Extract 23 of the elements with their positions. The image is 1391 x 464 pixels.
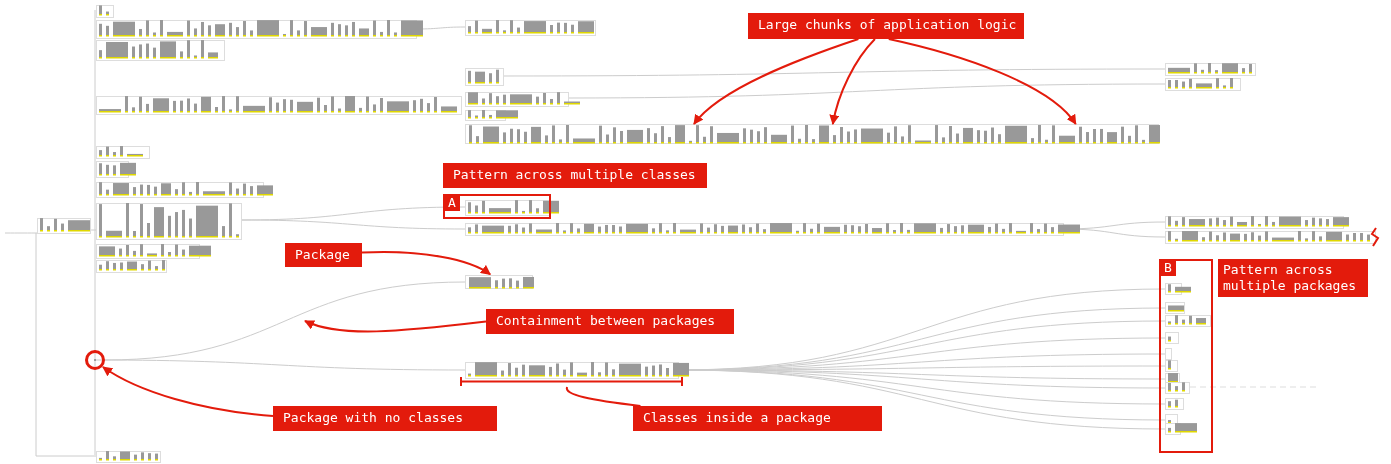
bracket [460,376,683,387]
frame-tag: B [1160,260,1176,276]
connector-line [104,281,466,361]
arrow [102,366,274,417]
package-box [465,275,533,289]
arrow [887,38,1077,125]
connector-line [565,386,642,407]
arrow [361,251,492,276]
callout-label: Large chunks of application logic [748,13,1024,39]
callout-label: Pattern across multiple packages [1218,259,1368,297]
callout-label: Package with no classes [273,406,497,431]
callout-label: Classes inside a package [633,406,882,431]
highlight-frame [443,194,551,219]
package-box [465,124,1159,144]
highlight-frame [1159,259,1213,453]
arrow [693,38,860,125]
arrow [829,38,876,125]
callout-label: Package [285,243,362,267]
callout-label: Containment between packages [486,309,734,334]
frame-tag: A [444,195,460,211]
arrow [304,319,487,333]
callout-label: Pattern across multiple classes [443,163,707,188]
highlight-circle [85,350,105,370]
